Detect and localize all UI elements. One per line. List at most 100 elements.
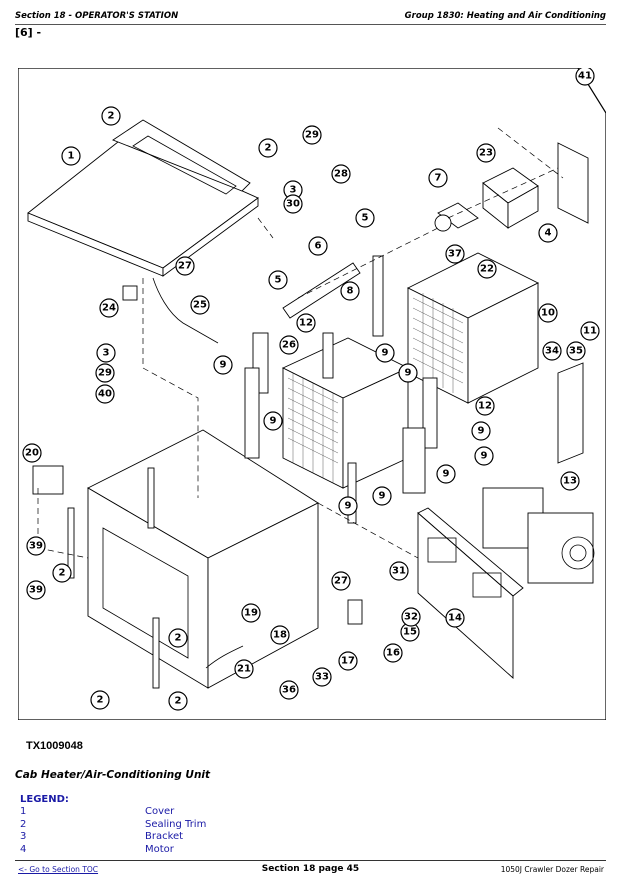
callout-label: 11 — [583, 326, 597, 337]
callout-label: 32 — [404, 612, 418, 623]
callout-8: 8 — [340, 281, 360, 301]
callout-2: 2 — [258, 138, 278, 158]
callout-9: 9 — [263, 411, 283, 431]
callout-label: 30 — [286, 199, 300, 210]
legend-row: 4 Motor — [20, 844, 580, 857]
callout-circle — [538, 223, 558, 243]
callout-circle — [542, 341, 562, 361]
callout-23: 23 — [476, 143, 496, 163]
callout-circle — [241, 603, 261, 623]
callout-11: 11 — [580, 321, 600, 341]
legend-number: 3 — [20, 831, 27, 842]
header-divider — [15, 24, 606, 25]
callout-7: 7 — [428, 168, 448, 188]
callout-21: 21 — [234, 659, 254, 679]
callout-circle — [477, 259, 497, 279]
page-footer: <- Go to Section TOC Section 18 page 45 … — [15, 864, 606, 878]
callout-label: 21 — [237, 664, 251, 675]
callout-circle — [263, 411, 283, 431]
callout-circle — [296, 313, 316, 333]
legend-row: 3 Bracket — [20, 831, 580, 844]
callout-circle — [168, 691, 188, 711]
callout-33: 33 — [312, 667, 332, 687]
callout-circle — [96, 343, 116, 363]
callout-12: 12 — [296, 313, 316, 333]
callout-41: 41 — [575, 68, 595, 86]
callout-label: 18 — [273, 630, 287, 641]
group-title: Group 1830: Heating and Air Conditioning — [404, 11, 606, 21]
callout-circle — [270, 625, 290, 645]
callout-label: 20 — [25, 448, 39, 459]
callout-circle — [575, 68, 595, 86]
callout-1: 1 — [61, 146, 81, 166]
seal-strips — [67, 255, 438, 689]
callout-label: 5 — [275, 275, 282, 286]
callout-17: 17 — [338, 651, 358, 671]
callout-label: 17 — [341, 656, 355, 667]
callout-31: 31 — [389, 561, 409, 581]
callout-9: 9 — [471, 421, 491, 441]
callout-circle — [375, 343, 395, 363]
callout-39: 39 — [26, 580, 46, 600]
callout-label: 2 — [175, 696, 182, 707]
callout-circle — [401, 607, 421, 627]
callout-label: 23 — [479, 148, 493, 159]
callout-label: 40 — [98, 389, 112, 400]
callout-label: 1 — [68, 151, 75, 162]
callout-30: 30 — [283, 194, 303, 214]
callout-circle — [338, 496, 358, 516]
callout-39: 39 — [26, 536, 46, 556]
callout-circle — [340, 281, 360, 301]
motor-part — [482, 167, 539, 229]
callout-2: 2 — [168, 628, 188, 648]
callout-circle — [283, 194, 303, 214]
callout-label: 9 — [382, 348, 389, 359]
callout-circle — [168, 628, 188, 648]
callout-label: 4 — [545, 228, 552, 239]
legend-description: Motor — [145, 843, 174, 855]
callout-circle — [331, 571, 351, 591]
callout-label: 8 — [347, 286, 354, 297]
callout-circle — [471, 421, 491, 441]
actuator-part — [434, 202, 479, 232]
housing-box-part — [87, 429, 319, 689]
section-toc-link[interactable]: <- Go to Section TOC — [18, 865, 99, 874]
page-header: Section 18 - OPERATOR'S STATION Group 18… — [15, 11, 606, 25]
callout-label: 34 — [545, 346, 559, 357]
callout-circle — [308, 236, 328, 256]
callout-circle — [95, 384, 115, 404]
callout-label: 35 — [569, 346, 583, 357]
callout-label: 29 — [98, 368, 112, 379]
panel-part — [417, 507, 524, 680]
callout-circle — [331, 164, 351, 184]
callout-5: 5 — [355, 208, 375, 228]
callout-6: 6 — [308, 236, 328, 256]
callout-circle — [372, 486, 392, 506]
blower-part — [482, 487, 595, 584]
callout-label: 39 — [29, 541, 43, 552]
callout-circle — [389, 561, 409, 581]
callout-circle — [279, 680, 299, 700]
callout-label: 33 — [315, 672, 329, 683]
callout-label: 12 — [299, 318, 313, 329]
callout-label: 26 — [282, 340, 296, 351]
callout-circle — [428, 168, 448, 188]
callout-20: 20 — [22, 443, 42, 463]
callout-circle — [560, 471, 580, 491]
callout-circle — [383, 643, 403, 663]
callout-label: 9 — [220, 360, 227, 371]
callout-label: 29 — [305, 130, 319, 141]
legend: LEGEND: 1 Cover 2 Sealing Trim 3 Bracket… — [20, 794, 580, 856]
callout-label: 15 — [403, 627, 417, 638]
callout-circle — [538, 303, 558, 323]
callout-circle — [445, 244, 465, 264]
hose-part — [205, 645, 244, 669]
callout-label: 36 — [282, 685, 296, 696]
legend-description: Bracket — [145, 831, 184, 842]
footer-divider — [15, 860, 606, 861]
callout-3: 3 — [96, 343, 116, 363]
callout-28: 28 — [331, 164, 351, 184]
callout-label: 9 — [345, 501, 352, 512]
mount-plate-part — [557, 142, 589, 224]
